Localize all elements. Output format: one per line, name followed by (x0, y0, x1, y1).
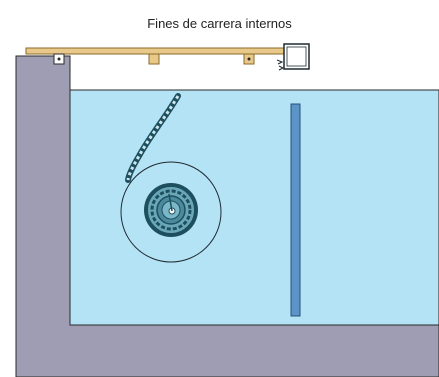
cover-slats (125, 93, 181, 183)
cover-reel (144, 183, 198, 237)
endstop-middle (148, 53, 160, 65)
vertical-bar (290, 103, 301, 317)
motor-box (276, 43, 310, 71)
endstop-left (53, 53, 65, 65)
diagram-title: Fines de carrera internos (147, 16, 292, 31)
reel-outline-circle (120, 161, 222, 263)
endstop-right (243, 53, 255, 65)
wall-block (15, 55, 439, 377)
pool-water (69, 89, 439, 326)
top-rail (25, 47, 285, 55)
